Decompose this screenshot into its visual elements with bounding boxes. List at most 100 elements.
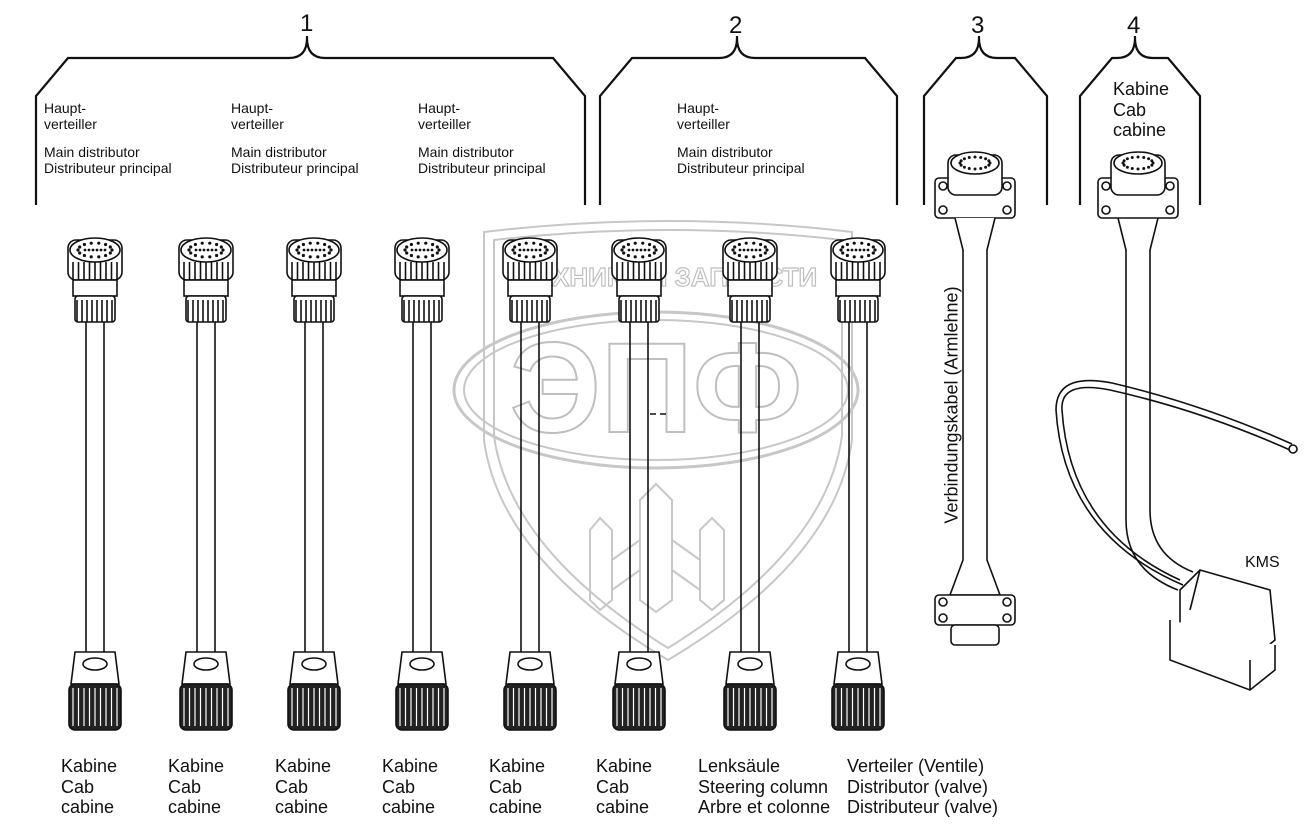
pin	[409, 242, 414, 247]
strain-relief	[185, 295, 227, 323]
flange-hole	[1101, 205, 1111, 215]
cable-assembly	[502, 237, 558, 731]
pin	[99, 248, 103, 252]
cable-assembly	[611, 237, 667, 731]
bottom-label-line: Verteiler (Ventile)	[847, 756, 985, 776]
pin	[200, 241, 204, 245]
bottom-label-3: Kabine Cab cabine	[275, 756, 331, 818]
pin	[987, 163, 991, 167]
pin	[208, 241, 212, 245]
bracket-group-2	[598, 36, 899, 205]
pin	[202, 248, 206, 252]
pin	[635, 248, 639, 252]
pin	[733, 245, 737, 249]
pin	[652, 245, 656, 249]
pin	[846, 248, 850, 252]
strain-relief	[74, 295, 116, 323]
pin	[424, 241, 428, 245]
pin	[763, 245, 767, 249]
bottom-label-line: cabine	[382, 797, 436, 817]
pin	[219, 251, 223, 255]
pin	[189, 245, 193, 249]
pin	[308, 241, 312, 245]
pin	[647, 242, 652, 247]
pin	[979, 167, 983, 171]
pin	[422, 248, 426, 252]
pin	[962, 165, 966, 169]
header-label-line: Distributeur principal	[677, 160, 805, 176]
group-number-3: 3	[971, 12, 985, 39]
pin	[89, 255, 93, 259]
pin	[1151, 161, 1155, 165]
pin	[871, 245, 875, 249]
pin	[1122, 159, 1126, 163]
pin	[1150, 163, 1154, 167]
bottom-label-line: Cab	[596, 776, 630, 797]
pin	[973, 155, 977, 159]
pin	[78, 245, 82, 249]
pin	[988, 161, 992, 165]
header-label-line: verteiller	[44, 116, 97, 132]
pin	[1125, 157, 1129, 161]
pin	[198, 248, 202, 252]
pin	[517, 253, 522, 258]
pin	[641, 241, 645, 245]
pin	[416, 255, 420, 259]
pin	[967, 155, 971, 159]
bottom-label-line: cabine	[168, 797, 222, 817]
pin	[754, 248, 758, 252]
pin	[110, 248, 114, 252]
bottom-label-1: Kabine Cab cabine	[61, 756, 117, 818]
bottom-label-line: Kabine	[382, 756, 439, 776]
pin	[511, 248, 515, 252]
pin	[430, 242, 435, 247]
connector-collar	[616, 279, 662, 297]
pin	[873, 248, 877, 252]
flange-hole	[938, 613, 948, 623]
cable-line	[1117, 217, 1179, 591]
pin	[426, 248, 430, 252]
pin	[626, 242, 631, 247]
lead-terminal	[1288, 444, 1298, 454]
pin	[297, 251, 301, 255]
bracket-group-3	[922, 36, 1049, 205]
bottom-label-line: Cab	[61, 776, 95, 797]
pin	[1130, 167, 1134, 171]
connector-collar	[399, 279, 445, 297]
pin	[108, 245, 112, 249]
bottom-label-line: Lenksäule	[698, 756, 781, 776]
flange-hole	[1165, 205, 1175, 215]
pin	[513, 251, 517, 255]
pin	[435, 251, 439, 255]
pin	[866, 253, 871, 258]
pin	[522, 248, 526, 252]
pin	[744, 255, 748, 259]
bottom-label-line: Cab	[489, 776, 523, 797]
pin	[327, 251, 331, 255]
pin	[524, 255, 528, 259]
pin	[78, 251, 82, 255]
pin	[1147, 165, 1151, 169]
connector-collar	[291, 279, 337, 297]
pin	[1142, 167, 1146, 171]
pin	[329, 248, 333, 252]
pin	[316, 255, 320, 259]
pin	[322, 242, 327, 247]
group3-vertical-label: Verbindungskabel (Armlehne)	[941, 286, 962, 524]
pin	[306, 248, 310, 252]
collar-ring	[737, 657, 763, 671]
bottom-label-4: Kabine Cab cabine	[382, 756, 438, 818]
pin	[1130, 155, 1134, 159]
pin	[860, 255, 864, 259]
pin	[430, 253, 435, 258]
pin	[91, 248, 95, 252]
pin	[738, 248, 742, 252]
pin	[189, 251, 193, 255]
pin	[1136, 167, 1140, 171]
pin	[214, 242, 219, 247]
pin	[866, 242, 871, 247]
cable-assembly	[67, 237, 123, 731]
pin	[538, 248, 542, 252]
pin	[532, 241, 536, 245]
bottom-label-6: Kabine Cab cabine	[596, 756, 652, 818]
